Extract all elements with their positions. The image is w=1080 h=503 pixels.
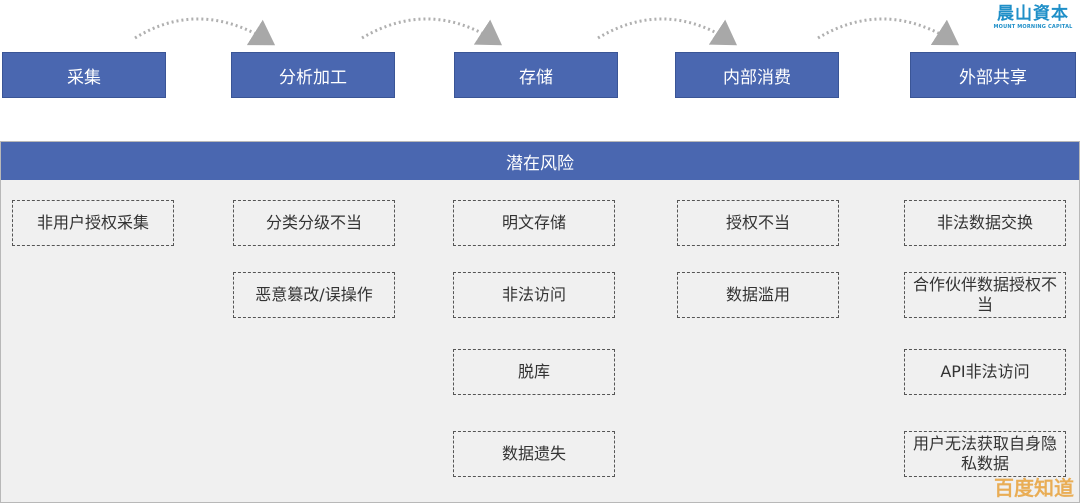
flow-arrow-3: [597, 17, 738, 46]
risk-panel-title: 潜在风险: [1, 142, 1079, 180]
flow-arrow-4: [817, 17, 960, 46]
risk-item: 非法访问: [453, 272, 615, 318]
risk-item: 数据滥用: [677, 272, 839, 318]
risk-item: 非用户授权采集: [12, 200, 174, 246]
risk-item: 授权不当: [677, 200, 839, 246]
stage-collect: 采集: [2, 52, 166, 98]
risk-item: 恶意篡改/误操作: [233, 272, 395, 318]
flow-arrows: [134, 17, 960, 46]
risk-item: 用户无法获取自身隐私数据: [904, 431, 1066, 477]
risk-item: 数据遗失: [453, 431, 615, 477]
logo-english: MOUNT MORNING CAPITAL: [993, 24, 1073, 30]
flow-arrow-1: [134, 17, 276, 46]
risk-item: 分类分级不当: [233, 200, 395, 246]
stage-analyze: 分析加工: [231, 52, 395, 98]
flow-arrow-2: [361, 17, 503, 46]
stage-external-share: 外部共享: [910, 52, 1076, 98]
watermark: 百度知道: [994, 476, 1074, 500]
risk-item: 非法数据交换: [904, 200, 1066, 246]
stage-store: 存储: [454, 52, 618, 98]
company-logo: 晨山資本 MOUNT MORNING CAPITAL: [990, 4, 1076, 30]
risk-item: 脱库: [453, 349, 615, 395]
logo-chinese: 晨山資本: [997, 4, 1069, 24]
risk-item: API非法访问: [904, 349, 1066, 395]
risk-item: 明文存储: [453, 200, 615, 246]
stage-internal-use: 内部消费: [675, 52, 839, 98]
risk-panel: 潜在风险 非用户授权采集 分类分级不当 恶意篡改/误操作 明文存储 非法访问 脱…: [0, 141, 1080, 503]
risk-item: 合作伙伴数据授权不当: [904, 272, 1066, 318]
